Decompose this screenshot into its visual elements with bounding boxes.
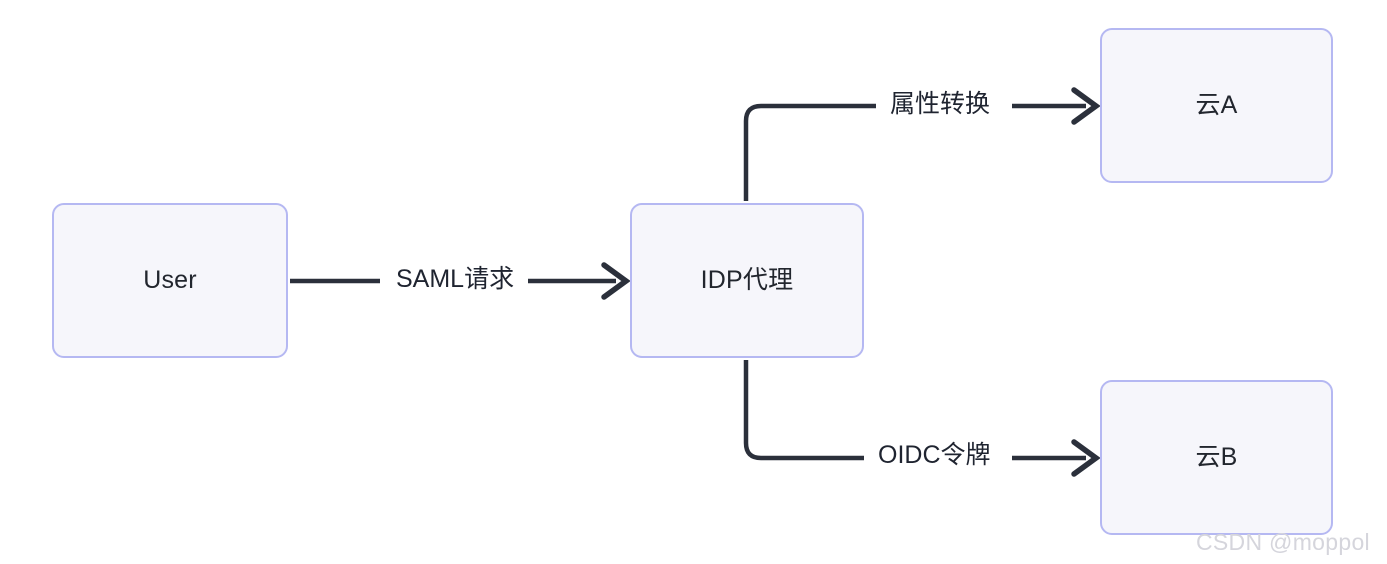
node-cloud-b[interactable]: 云B [1100,380,1333,535]
edge-user-to-idp-arrowhead [601,262,631,300]
edge-label-oidc-token: OIDC令牌 [874,443,995,468]
edge-idp-to-cloud-a-arrowhead [1071,87,1101,125]
edge-label-saml-request: SAML请求 [392,267,519,292]
edge-label-attribute-transform: 属性转换 [886,92,995,117]
edge-idp-to-cloud-b-arrowhead [1071,439,1101,477]
edge-idp-to-cloud-a-elbow [743,103,876,201]
node-cloud-a[interactable]: 云A [1100,28,1333,183]
node-idp-proxy-label: IDP代理 [700,265,794,294]
node-user-label: User [143,265,197,294]
edge-idp-to-cloud-b-elbow [743,360,864,461]
node-cloud-b-label: 云B [1195,442,1238,471]
node-idp-proxy[interactable]: IDP代理 [630,203,864,358]
node-user[interactable]: User [52,203,288,358]
node-cloud-a-label: 云A [1195,90,1238,119]
watermark: CSDN @moppol [1196,529,1370,555]
